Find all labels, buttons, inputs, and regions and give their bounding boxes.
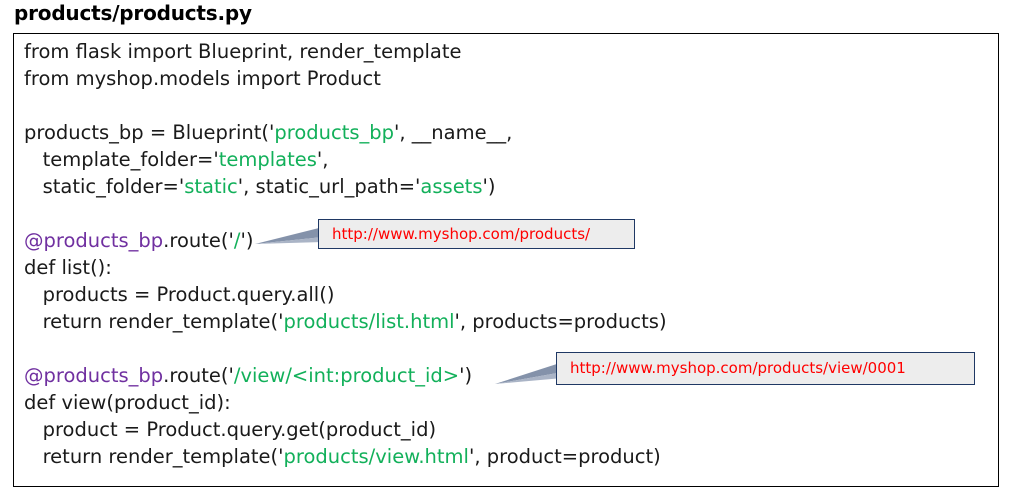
code-line: def view(product_id): bbox=[24, 389, 998, 416]
code-token: from myshop.models import Product bbox=[24, 67, 381, 90]
code-token: ' bbox=[213, 148, 219, 171]
code-line: products_bp = Blueprint('products_bp', _… bbox=[24, 119, 998, 146]
callout-view-route: http://www.myshop.com/products/view/0001 bbox=[556, 352, 975, 385]
code-token: , products=products) bbox=[459, 310, 667, 333]
code-token: ' bbox=[178, 175, 185, 198]
code-token: products/view.html bbox=[283, 445, 469, 468]
code-token: ' bbox=[278, 445, 284, 468]
code-line: template_folder='templates', bbox=[24, 146, 998, 173]
code-token: return render_template( bbox=[24, 310, 279, 333]
code-token: ) bbox=[245, 229, 254, 252]
code-line: product = Product.query.get(product_id) bbox=[24, 416, 998, 443]
code-line: from myshop.models import Product bbox=[24, 65, 998, 92]
code-token: ' bbox=[228, 229, 234, 252]
code-token: ) bbox=[487, 175, 496, 198]
code-token: @products_bp bbox=[24, 364, 164, 387]
code-line bbox=[24, 92, 998, 119]
code-token: products_bp = Blueprint( bbox=[24, 121, 269, 144]
code-line: def list(): bbox=[24, 254, 998, 281]
code-token: ' bbox=[278, 310, 284, 333]
code-token: ' bbox=[237, 175, 244, 198]
code-line: products = Product.query.all() bbox=[24, 281, 998, 308]
code-token: .route( bbox=[163, 229, 229, 252]
code-token: ' bbox=[268, 121, 275, 144]
code-token: @products_bp bbox=[24, 229, 164, 252]
code-token: products/list.html bbox=[283, 310, 455, 333]
code-token: ) bbox=[464, 364, 473, 387]
callout-view-route-text: http://www.myshop.com/products/view/0001 bbox=[570, 359, 906, 377]
code-token: products = Product.query.all() bbox=[24, 283, 335, 306]
code-token: ' bbox=[240, 229, 246, 252]
code-token: /view/<int:product_id> bbox=[233, 364, 460, 387]
code-token: , __name__, bbox=[399, 121, 513, 144]
code-token: ' bbox=[468, 445, 475, 468]
code-token: return render_template( bbox=[24, 445, 279, 468]
code-token: , product=product) bbox=[474, 445, 661, 468]
code-line: return render_template('products/list.ht… bbox=[24, 308, 998, 335]
code-token: / bbox=[233, 229, 241, 252]
code-token: , bbox=[322, 148, 329, 171]
code-line: static_folder='static', static_url_path=… bbox=[24, 173, 998, 200]
code-token: ' bbox=[316, 148, 323, 171]
code-token: ' bbox=[482, 175, 488, 198]
code-token: product = Product.query.get(product_id) bbox=[24, 418, 437, 441]
code-lines: from flask import Blueprint, render_temp… bbox=[24, 38, 998, 470]
code-line: @products_bp.route('/view/<int:product_i… bbox=[24, 362, 998, 389]
code-token: ' bbox=[415, 175, 421, 198]
code-token: ' bbox=[228, 364, 234, 387]
code-line: return render_template('products/view.ht… bbox=[24, 443, 998, 470]
callout-leader-view-route bbox=[495, 362, 563, 384]
code-token: , static_url_path= bbox=[243, 175, 416, 198]
code-line: @products_bp.route('/') bbox=[24, 227, 998, 254]
code-token: def view(product_id): bbox=[24, 391, 231, 414]
code-block-frame: from flask import Blueprint, render_temp… bbox=[13, 33, 999, 487]
code-token: def list(): bbox=[24, 256, 112, 279]
callout-list-route-text: http://www.myshop.com/products/ bbox=[332, 224, 591, 243]
code-token: assets bbox=[420, 175, 483, 198]
code-token: ' bbox=[459, 364, 465, 387]
code-token: ' bbox=[394, 121, 400, 144]
code-token: static bbox=[184, 175, 238, 198]
code-token: products_bp bbox=[274, 121, 395, 144]
code-token: ' bbox=[454, 310, 460, 333]
code-token: templates bbox=[218, 148, 317, 171]
code-token: template_folder= bbox=[24, 148, 214, 171]
code-token: static_folder= bbox=[24, 175, 179, 198]
code-token: .route( bbox=[163, 364, 229, 387]
callout-list-route: http://www.myshop.com/products/ bbox=[318, 219, 635, 249]
page-title: products/products.py bbox=[14, 1, 252, 25]
callout-leader-list-route bbox=[255, 227, 323, 244]
code-line: from flask import Blueprint, render_temp… bbox=[24, 38, 998, 65]
code-token: from flask import Blueprint, render_temp… bbox=[24, 40, 462, 63]
